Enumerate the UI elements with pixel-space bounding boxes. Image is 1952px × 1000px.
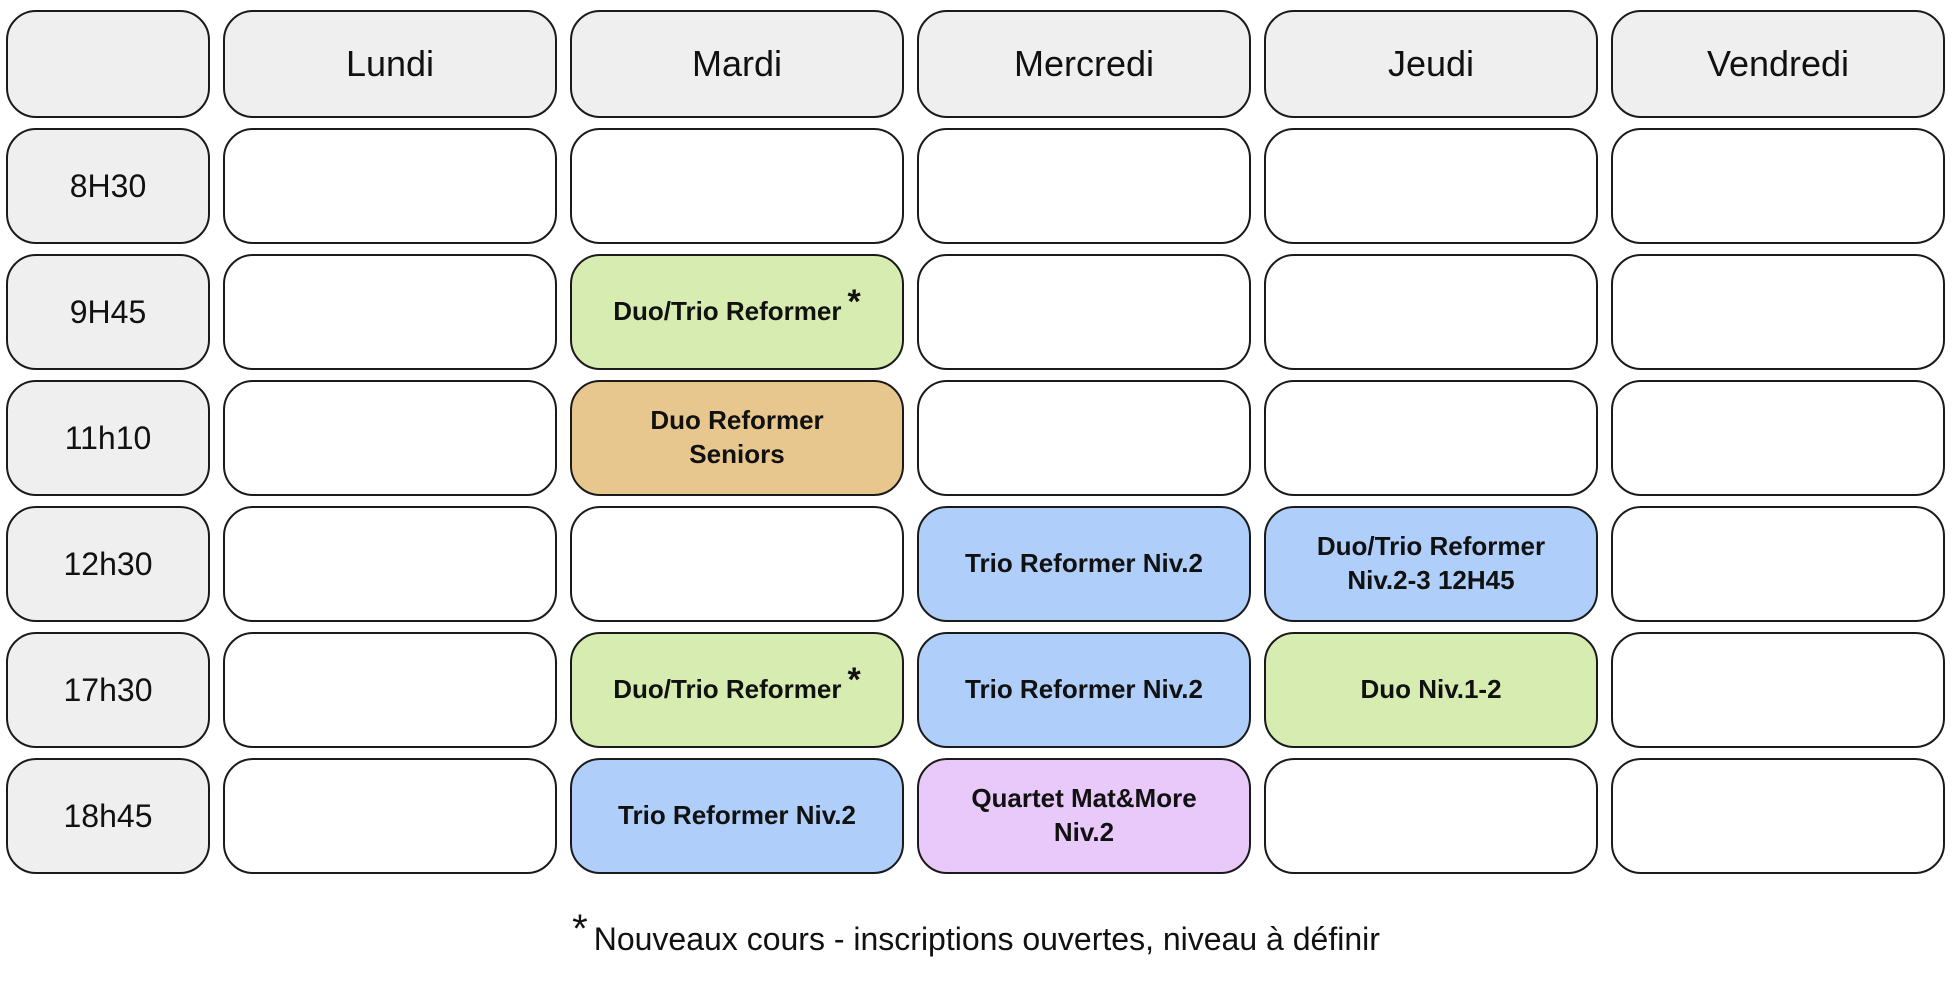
time-label: 18h45: [6, 758, 210, 874]
course-slot[interactable]: Trio Reformer Niv.2: [570, 758, 904, 874]
empty-slot: [1611, 380, 1945, 496]
course-title: Duo/Trio Reformer: [1316, 531, 1546, 562]
empty-slot: [223, 632, 557, 748]
time-label: 11h10: [6, 380, 210, 496]
course-title: Duo/Trio Reformer: [613, 296, 842, 327]
course-title: Quartet Mat&More: [971, 783, 1197, 814]
empty-slot: [917, 128, 1251, 244]
asterisk-marker: *: [572, 907, 588, 951]
course-title: Duo Reformer: [650, 405, 824, 436]
course-title: Trio Reformer Niv.2: [965, 674, 1203, 705]
empty-slot: [223, 506, 557, 622]
empty-slot: [1611, 254, 1945, 370]
empty-slot: [223, 380, 557, 496]
day-header-lundi: Lundi: [223, 10, 557, 118]
empty-slot: [223, 254, 557, 370]
empty-slot: [223, 128, 557, 244]
empty-slot: [1264, 758, 1598, 874]
day-header-mercredi: Mercredi: [917, 10, 1251, 118]
empty-slot: [570, 506, 904, 622]
empty-slot: [917, 254, 1251, 370]
footnote: *Nouveaux cours - inscriptions ouvertes,…: [0, 907, 1952, 960]
time-label: 12h30: [6, 506, 210, 622]
empty-slot: [1264, 380, 1598, 496]
time-label: 17h30: [6, 632, 210, 748]
course-slot[interactable]: Trio Reformer Niv.2: [917, 506, 1251, 622]
course-slot[interactable]: Duo/Trio Reformer*: [570, 632, 904, 748]
asterisk-marker: *: [847, 660, 861, 699]
empty-slot: [1611, 506, 1945, 622]
course-slot[interactable]: Duo Niv.1-2: [1264, 632, 1598, 748]
course-subtitle: Niv.2: [1053, 817, 1115, 847]
course-slot[interactable]: Duo/Trio Reformer*: [570, 254, 904, 370]
course-slot[interactable]: Quartet Mat&More Niv.2: [917, 758, 1251, 874]
corner-cell: [6, 10, 210, 118]
empty-slot: [570, 128, 904, 244]
course-title: Trio Reformer Niv.2: [965, 548, 1203, 579]
day-header-jeudi: Jeudi: [1264, 10, 1598, 118]
day-header-vendredi: Vendredi: [1611, 10, 1945, 118]
course-title: Duo/Trio Reformer: [613, 674, 842, 705]
asterisk-marker: *: [847, 282, 861, 321]
time-label: 8H30: [6, 128, 210, 244]
empty-slot: [1264, 128, 1598, 244]
empty-slot: [1264, 254, 1598, 370]
empty-slot: [1611, 128, 1945, 244]
empty-slot: [1611, 758, 1945, 874]
course-slot[interactable]: Duo Reformer Seniors: [570, 380, 904, 496]
empty-slot: [223, 758, 557, 874]
day-header-mardi: Mardi: [570, 10, 904, 118]
footnote-text: Nouveaux cours - inscriptions ouvertes, …: [593, 921, 1380, 957]
course-subtitle: Seniors: [689, 439, 785, 469]
course-slot[interactable]: Duo/Trio Reformer Niv.2-3 12H45: [1264, 506, 1598, 622]
time-label: 9H45: [6, 254, 210, 370]
schedule-grid: Lundi Mardi Mercredi Jeudi Vendredi 8H30…: [6, 10, 1945, 1000]
course-title: Trio Reformer Niv.2: [618, 800, 856, 831]
course-subtitle: Niv.2-3 12H45: [1347, 565, 1515, 595]
empty-slot: [917, 380, 1251, 496]
course-slot[interactable]: Trio Reformer Niv.2: [917, 632, 1251, 748]
course-title: Duo Niv.1-2: [1360, 674, 1502, 705]
empty-slot: [1611, 632, 1945, 748]
